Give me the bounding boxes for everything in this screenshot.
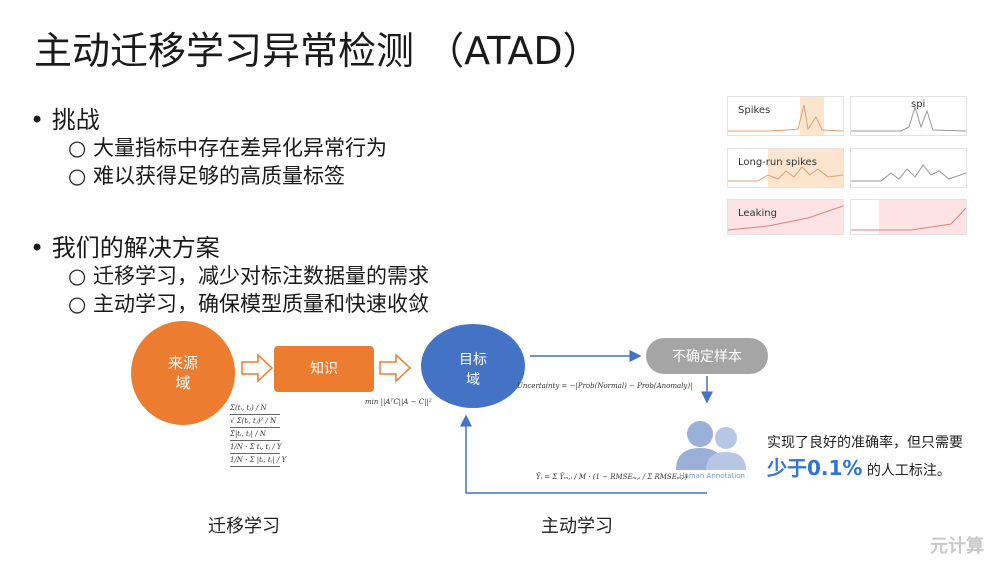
thumbnail-leaking-a: Leaking	[727, 199, 844, 235]
challenge-item-2: ○ 难以获得足够的高质量标签	[68, 164, 345, 188]
thumbnail-long-run-a: Long-run spikes	[727, 148, 844, 188]
leaking-sparkline	[851, 200, 966, 234]
thumbnail-label: Leaking	[738, 208, 777, 219]
thumbnail-label: Long-run spikes	[738, 157, 817, 168]
arrow-source-to-knowledge	[241, 353, 274, 383]
formula-min: min ||AᵀC||A − C||²	[365, 398, 432, 406]
arrow-knowledge-to-target	[379, 353, 412, 383]
source-domain-label: 来源域	[167, 354, 198, 392]
formula-weight: Ŷᵢ = Σ Ŷₘ,ᵢ / M · (1 − RMSEₘ,ᵢ / Σ RMSEₘ…	[536, 473, 688, 481]
challenge-item-1: ○ 大量指标中存在差异化异常行为	[68, 136, 387, 160]
solution-item-2: ○ 主动学习，确保模型质量和快速收敛	[68, 292, 429, 316]
source-domain-node	[131, 321, 235, 425]
challenge-heading: • 挑战	[30, 106, 100, 134]
thumbnail-label: Spikes	[738, 105, 771, 116]
formula-uncertainty: Uncertainty = −|Prob(Normal) − Prob(Anom…	[517, 382, 693, 390]
thumbnail-long-run-b	[850, 148, 967, 188]
solution-heading: • 我们的解决方案	[30, 234, 220, 262]
spikes-sparkline	[851, 105, 966, 132]
result-highlight: 少于0.1%	[767, 456, 863, 480]
knowledge-label: 知识	[310, 361, 338, 377]
transfer-learning-caption: 迁移学习	[208, 516, 280, 537]
page-title: 主动迁移学习异常检测 （ATAD）	[34, 29, 601, 73]
result-line1: 实现了良好的准确率，但只需要	[767, 435, 963, 451]
uncertain-samples-label: 不确定样本	[672, 349, 742, 365]
arrow-human-to-target	[460, 414, 707, 494]
long-run-sparkline	[728, 149, 843, 187]
leaking-sparkline	[728, 200, 843, 234]
solution-item-1: ○ 迁移学习，减少对标注数据量的需求	[68, 264, 429, 288]
target-domain-node	[421, 324, 525, 408]
watermark: 元计算	[930, 536, 984, 557]
spikes-sparkline	[728, 97, 843, 135]
human-annotation-label: Human Annotation	[679, 472, 745, 480]
active-learning-caption: 主动学习	[541, 516, 613, 537]
human-annotation-icon	[676, 421, 746, 470]
result-line2: 少于0.1% 的人工标注。	[767, 456, 951, 480]
formula-stats: Σ(tᵢ, tⱼ) / N √ Σ(tᵢ, tⱼ)² / N Σ|tᵢ, tⱼ|…	[230, 402, 286, 467]
thumbnail-spikes-a: Spikes	[727, 96, 844, 136]
thumbnail-label: spi	[911, 99, 926, 110]
knowledge-node	[274, 346, 374, 392]
thumbnail-leaking-b	[850, 199, 967, 235]
target-domain-label: 目标域	[459, 352, 487, 388]
uncertain-samples-node	[646, 338, 768, 374]
long-run-sparkline	[851, 164, 966, 182]
thumbnail-spikes-b: spi	[850, 96, 967, 136]
